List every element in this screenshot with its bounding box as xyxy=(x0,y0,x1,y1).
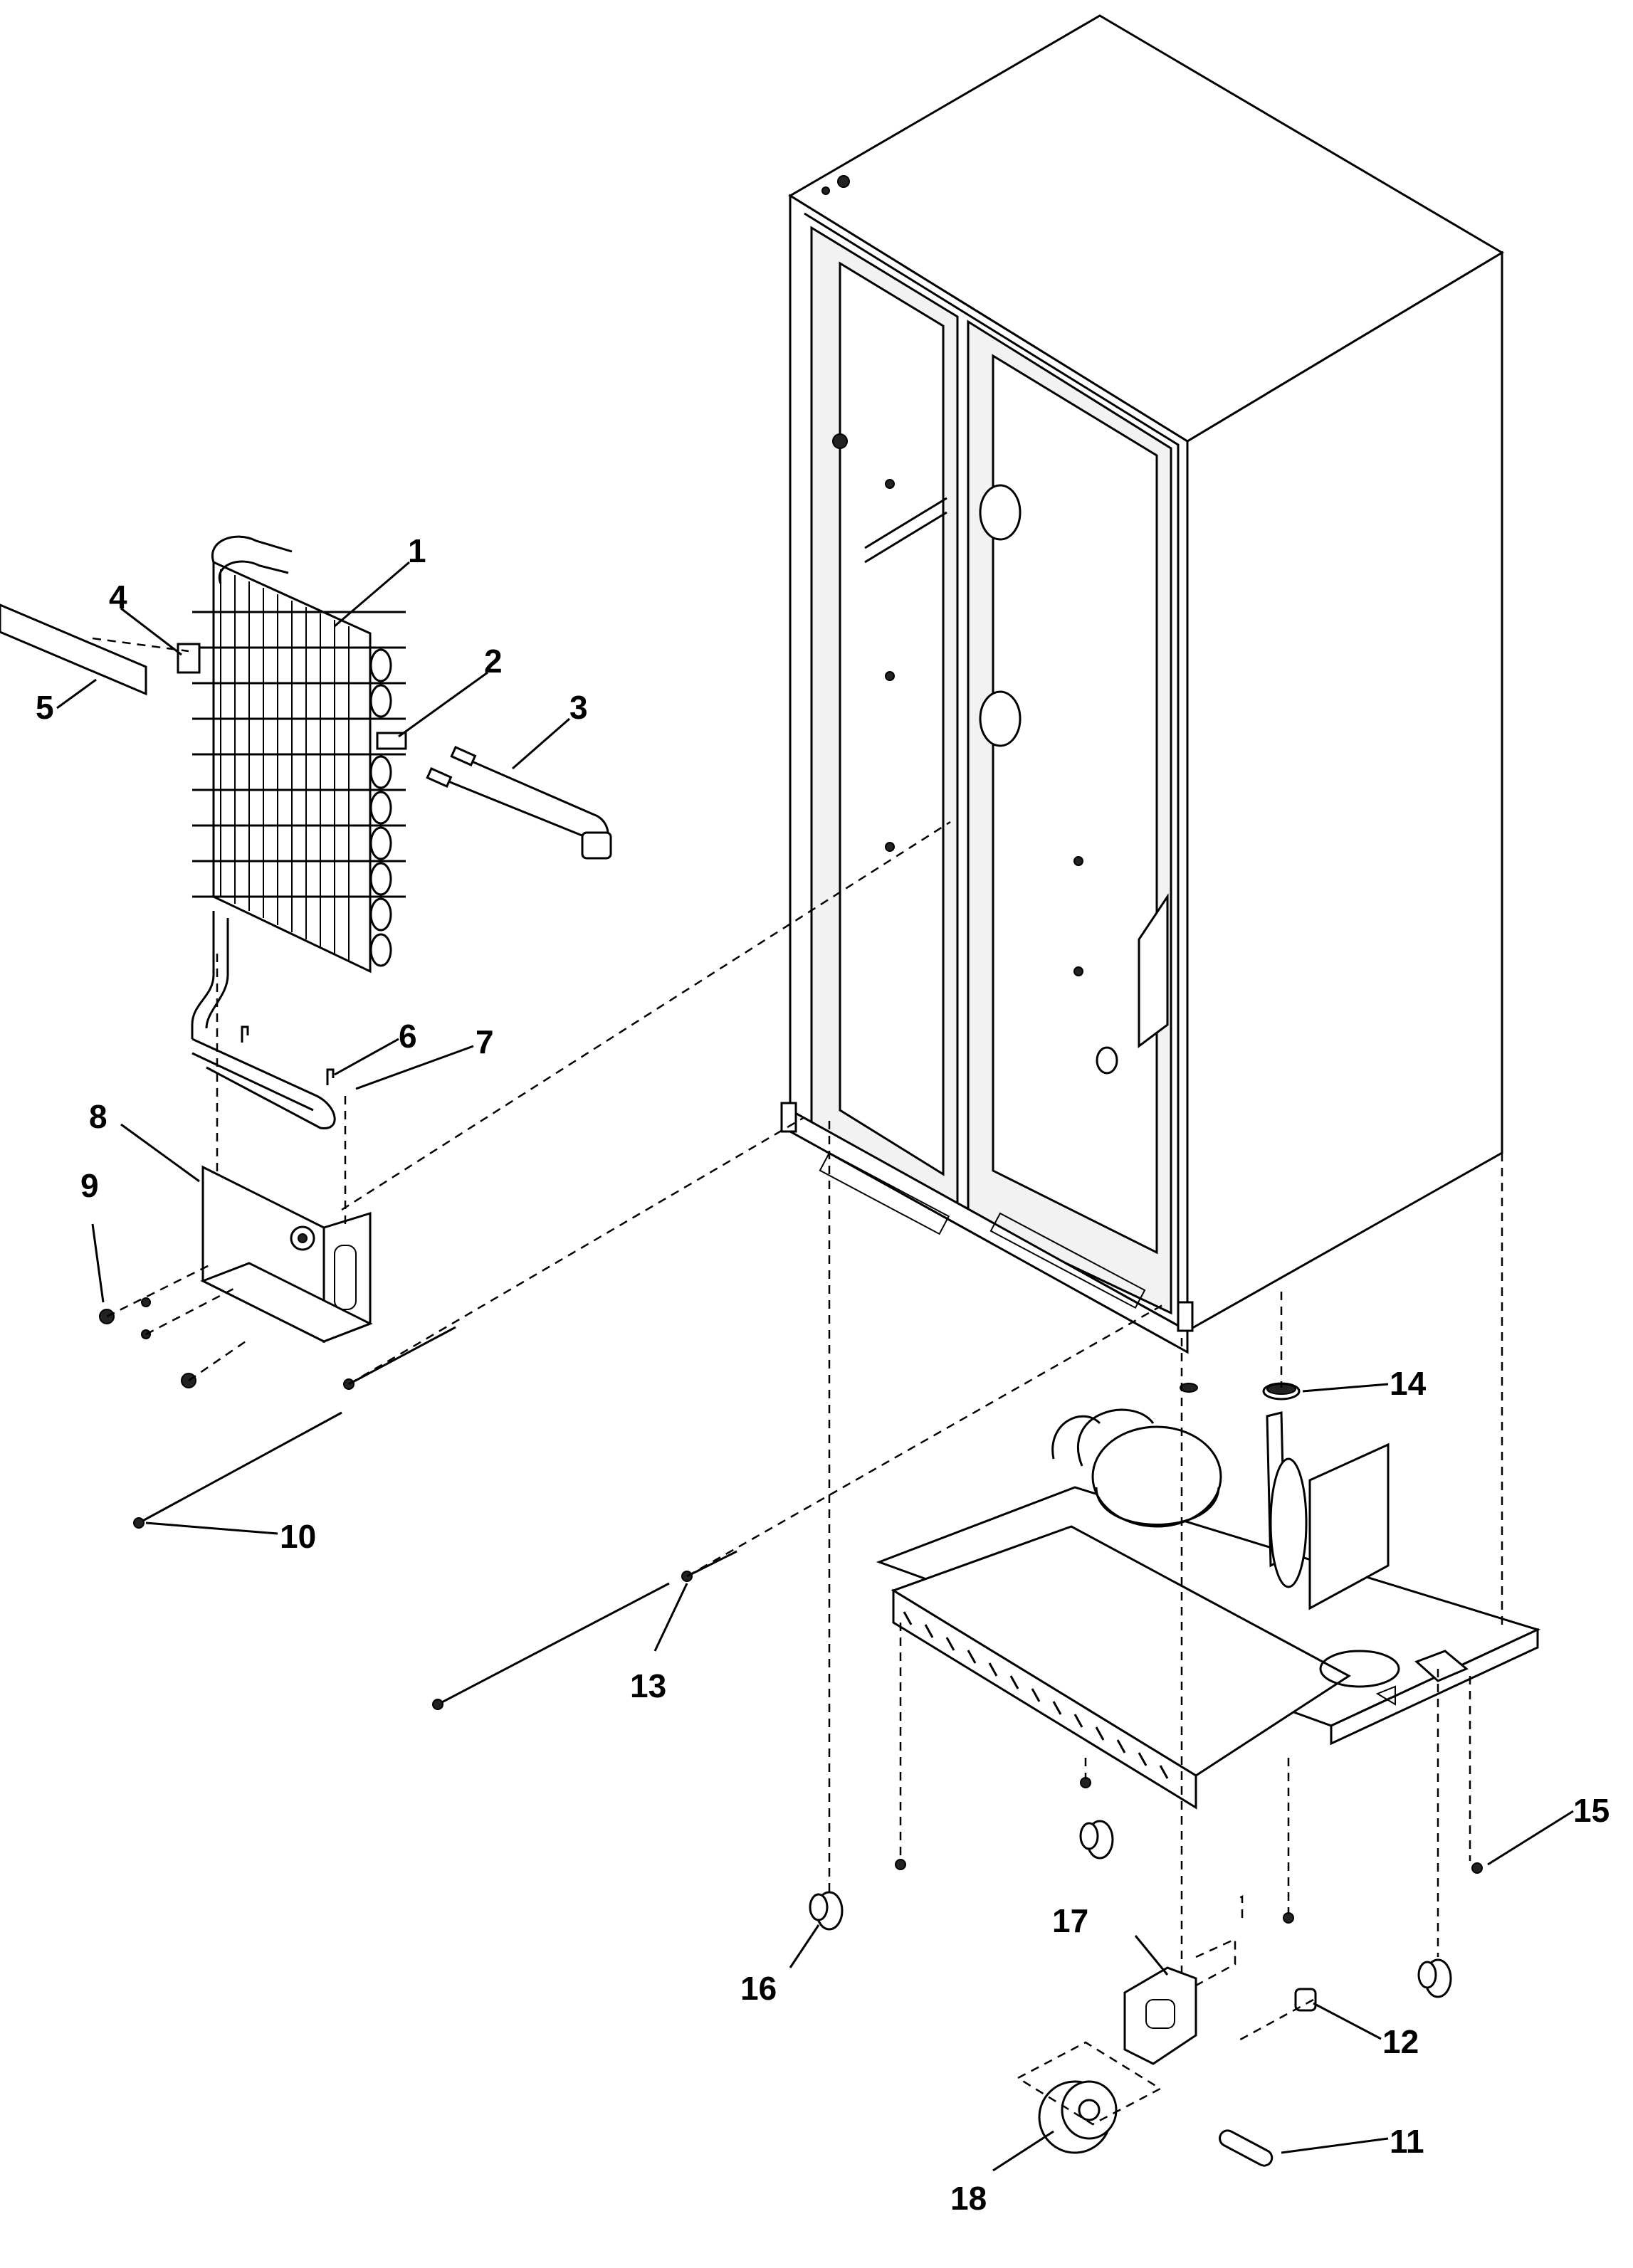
callout-14: 14 xyxy=(1390,1365,1427,1402)
alignment-lines xyxy=(106,821,1503,2126)
callout-1: 1 xyxy=(408,532,426,569)
callout-11: 11 xyxy=(1390,2123,1424,2160)
callout-12: 12 xyxy=(1382,2023,1419,2060)
callout-3: 3 xyxy=(569,689,588,726)
callout-5: 5 xyxy=(36,689,54,726)
drain-pan xyxy=(200,1165,373,1344)
callout-9: 9 xyxy=(80,1167,99,1204)
callout-15: 15 xyxy=(1573,1792,1610,1829)
callout-13: 13 xyxy=(630,1667,666,1704)
cabinet-assembly xyxy=(780,14,1504,1354)
rollers xyxy=(809,1777,1483,2167)
callout-4: 4 xyxy=(109,579,127,616)
screws xyxy=(99,1297,196,1388)
tubes xyxy=(133,1326,737,1710)
defrost-harness xyxy=(426,746,612,860)
machine-compartment xyxy=(876,1408,1541,1810)
callout-17: 17 xyxy=(1052,1902,1088,1939)
callout-10: 10 xyxy=(280,1518,316,1555)
callout-labels: 1 2 3 4 5 6 7 8 9 10 11 12 13 14 15 16 1… xyxy=(36,532,1610,2217)
leader-lines xyxy=(56,561,1574,2172)
callout-8: 8 xyxy=(89,1098,107,1135)
callout-6: 6 xyxy=(399,1018,417,1055)
callout-2: 2 xyxy=(484,643,503,680)
callout-16: 16 xyxy=(740,1970,777,2007)
callout-7: 7 xyxy=(476,1023,494,1060)
callout-18: 18 xyxy=(950,2180,987,2217)
evaporator-coil xyxy=(177,535,407,1129)
